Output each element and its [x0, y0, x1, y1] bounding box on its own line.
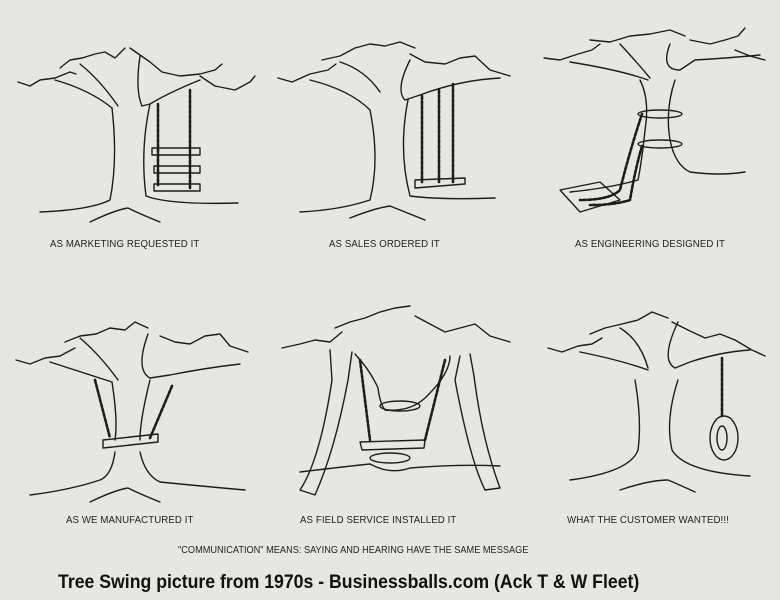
tree-swing-manufactured-drawing — [15, 321, 249, 503]
caption-manufacturing: AS WE MANUFACTURED IT — [66, 514, 194, 526]
tree-swing-engineering-drawing — [543, 27, 766, 213]
caption-marketing: AS MARKETING REQUESTED IT — [50, 238, 200, 250]
communication-tagline: "COMMUNICATION" MEANS: SAYING AND HEARIN… — [178, 545, 529, 556]
tree-swing-field-service-drawing — [281, 305, 511, 496]
tree-swing-three-rope-drawing — [277, 41, 511, 221]
panel-customer: WHAT THE CUSTOMER WANTED!!! — [520, 280, 780, 540]
caption-field-service: AS FIELD SERVICE INSTALLED IT — [300, 514, 457, 526]
tree-swing-three-tier-drawing — [17, 47, 256, 223]
caption-customer: WHAT THE CUSTOMER WANTED!!! — [567, 514, 729, 526]
panel-engineering: AS ENGINEERING DESIGNED IT — [520, 0, 780, 260]
panel-field-service: AS FIELD SERVICE INSTALLED IT — [260, 280, 520, 540]
caption-sales: AS SALES ORDERED IT — [329, 238, 440, 250]
panel-manufacturing: AS WE MANUFACTURED IT — [0, 280, 260, 540]
panel-marketing: AS MARKETING REQUESTED IT — [0, 0, 260, 260]
caption-engineering: AS ENGINEERING DESIGNED IT — [575, 238, 726, 250]
tree-swing-tire-drawing — [547, 311, 766, 493]
panel-sales: AS SALES ORDERED IT — [260, 0, 520, 260]
image-credit: Tree Swing picture from 1970s - Business… — [58, 572, 640, 593]
